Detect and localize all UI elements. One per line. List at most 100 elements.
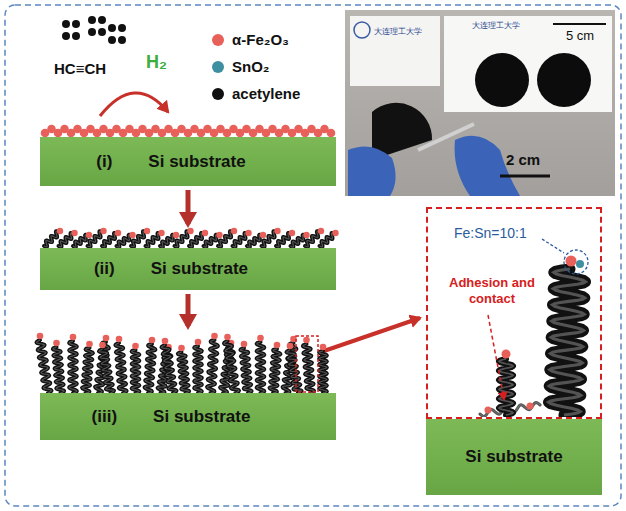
catalyst-dot [303,337,310,344]
catalyst-dot [274,342,281,349]
catalyst-dot [53,340,60,347]
catalyst-dot [216,232,222,238]
figure-label: 大连理工大学 [472,20,520,31]
carbon-coil [115,343,126,393]
catalyst-dot [211,333,218,340]
growth-illustration [40,120,336,137]
coil-highlight [305,231,320,247]
carbon-coil [131,231,146,247]
carbon-coil [549,269,586,415]
catalyst-dot [241,341,248,348]
substrate-band: (ii)Si substrate [40,226,336,290]
catalyst-dot [178,345,185,352]
promoter-dot [576,260,584,268]
catalyst-dot [116,336,123,343]
inset-frame: Fe:Sn=10:1Adhesion and contact [426,207,602,419]
carbon-coil [287,350,302,393]
carbon-coil [178,352,189,393]
sample-photo [345,10,615,196]
growth-illustration [40,328,336,393]
catalyst-dot [173,232,179,238]
process-arrow [186,190,191,224]
coil-highlight [257,342,265,393]
carbon-coil [240,348,251,393]
coil-highlight [132,350,140,393]
text-holder: Fe:Sn=10:1 [454,225,527,241]
carbon-coil [88,231,103,247]
coil-highlight [319,351,327,393]
text-holder: Adhesion and contact [446,275,538,306]
catalyst-dot [502,350,511,359]
carbon-coil [102,233,117,247]
substrate-band: (iii) Si substrate [40,328,336,440]
carbon-coil [233,233,248,247]
leader-line [488,315,504,399]
coil-highlight [178,352,189,393]
carbon-coil [82,348,93,393]
coil-highlight [145,344,156,393]
coil-highlight [287,350,302,393]
catalyst-dot [195,339,202,346]
catalyst-dot [37,333,44,340]
photo-paper-left [350,16,440,86]
catalyst-dot [71,230,77,236]
carbon-coil [69,341,77,393]
coil-highlight [276,233,291,247]
catalyst-dot [320,344,327,351]
zoom-marker [296,336,318,392]
coil-highlight [224,341,239,393]
substrate-fill: (i)Si substrate [40,137,336,186]
substrate-fill: (ii)Si substrate [40,248,336,290]
legend-swatch [212,34,224,46]
leader-line [542,239,564,253]
catalyst-dot [289,230,295,236]
catalyst-dot [57,228,63,234]
carbon-coil [270,349,281,393]
substrate-band: (i)Si substrate [40,120,336,186]
coil-highlight [175,231,190,247]
catalyst-dot [162,338,169,345]
catalyst-dot [287,343,294,350]
carbon-coil [59,233,74,247]
catalyst-dot [132,343,139,350]
catalyst-dot [158,230,164,236]
catalyst-dot [70,334,77,341]
substrate-label: Si substrate [151,259,248,279]
catalyst-dot [274,228,280,234]
legend-swatch [212,88,224,100]
catalyst-dot [115,230,121,236]
catalyst-dot [245,230,251,236]
tip-highlight [564,250,588,274]
process-arrow [186,294,191,326]
catalyst-dot [100,228,106,234]
photo-ground [345,10,615,196]
step-number: (iii) [92,407,118,427]
carbon-coil [44,231,59,247]
coil-highlight [303,344,314,393]
photo-logo [354,22,370,38]
figure-label: HC≡CH [54,60,106,77]
carbon-coil [37,340,52,393]
coil-highlight [82,348,93,393]
catalyst-dot [86,341,93,348]
sample-disc [475,53,529,107]
coil-highlight [88,231,103,247]
coil-highlight [99,349,114,393]
coil-highlight [59,233,74,247]
legend: α-Fe₂O₃SnO₂acetylene [212,26,300,107]
carbon-coil [99,349,114,393]
legend-row: α-Fe₂O₃ [212,26,300,53]
substrate-label: Si substrate [153,407,250,427]
catalyst-dot [99,342,106,349]
coil-highlight [131,231,146,247]
photo-paper-right [444,16,612,112]
carbon-coil [224,341,239,393]
coil-highlight [194,346,202,393]
catalyst-dot [485,407,492,414]
coil-highlight [69,341,77,393]
legend-label: α-Fe₂O₃ [232,31,289,48]
coil-highlight [233,233,248,247]
carbon-coil [162,345,177,393]
growth-illustration [40,226,336,248]
